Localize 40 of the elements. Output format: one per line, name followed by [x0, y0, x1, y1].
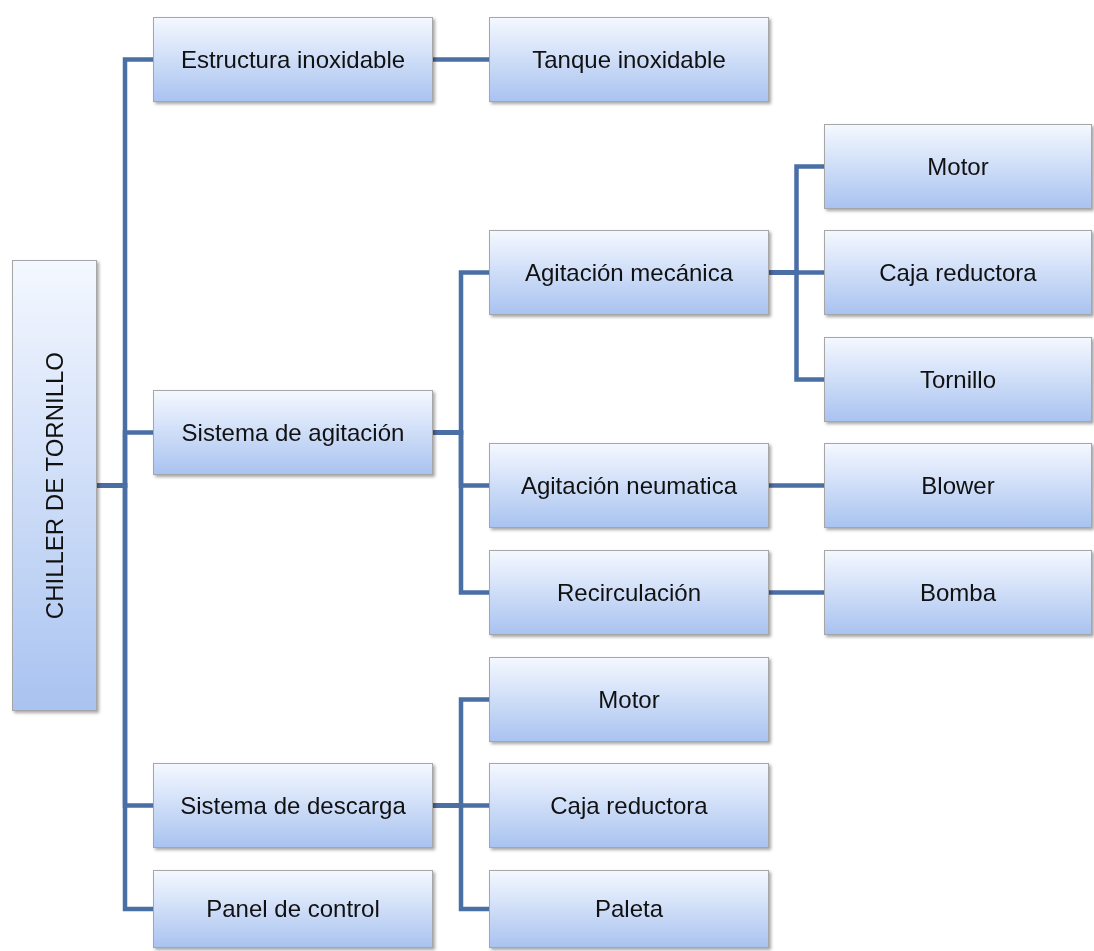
process-box [12, 260, 97, 711]
node-label: Estructura inoxidable [180, 45, 406, 74]
process-box [153, 390, 433, 475]
process-box [824, 443, 1092, 528]
node-label: Panel de control [206, 895, 380, 923]
process-box [489, 443, 769, 528]
connector-line [769, 483, 824, 488]
node-label: Caja reductora [550, 791, 708, 820]
process-box [489, 230, 769, 315]
process-box [489, 657, 769, 742]
node-label: Caja reductora [879, 258, 1037, 287]
node-label: Blower [921, 471, 995, 500]
node-label: Agitación mecánica [524, 258, 734, 287]
process-box [489, 870, 769, 948]
node-label: CHILLER DE TORNILLO [40, 351, 69, 620]
node-label: Tanque inoxidable [532, 45, 726, 74]
process-box [824, 124, 1092, 209]
node-label: Paleta [594, 895, 664, 923]
process-box [824, 337, 1092, 422]
node-label: Sistema de agitación [181, 418, 405, 447]
node-label: Agitación neumatica [520, 471, 738, 500]
connector-line [769, 590, 824, 595]
node-label: Tornillo [920, 365, 996, 394]
connector-line [433, 57, 489, 62]
node-label: Motor [927, 152, 989, 181]
process-box [489, 763, 769, 848]
process-box [153, 17, 433, 102]
process-box [153, 870, 433, 948]
connector-line [433, 803, 489, 912]
node-label: Bomba [919, 578, 996, 607]
connector-line [769, 270, 824, 382]
process-box [153, 763, 433, 848]
node-label: Motor [598, 685, 660, 714]
process-box [489, 17, 769, 102]
process-box [824, 230, 1092, 315]
node-label: Sistema de descarga [180, 791, 406, 820]
node-label: Recirculación [556, 578, 702, 607]
process-box [489, 550, 769, 635]
process-box [824, 550, 1092, 635]
connector-line [433, 430, 489, 595]
